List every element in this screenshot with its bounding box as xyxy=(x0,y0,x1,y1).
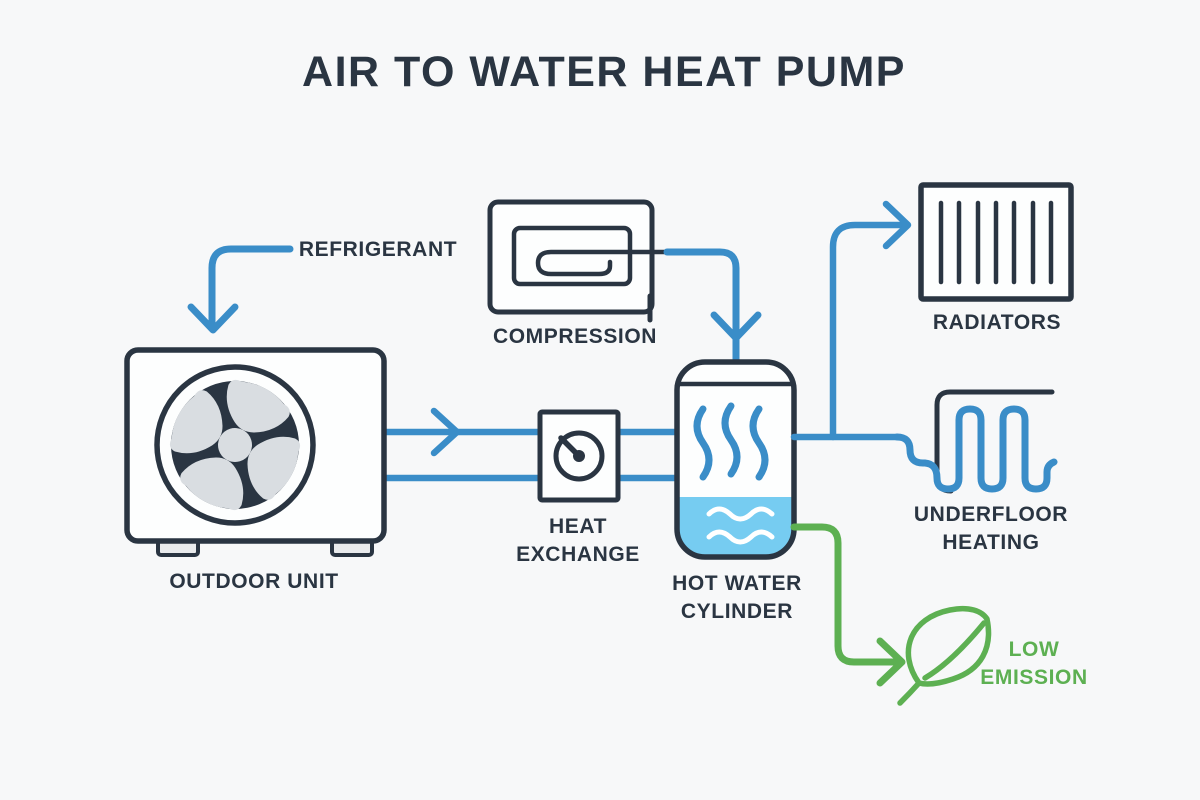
hot-water-cylinder-label-line1: HOT WATER xyxy=(672,572,802,595)
water-fill xyxy=(677,497,794,557)
arrowhead-down-icon xyxy=(187,303,239,334)
underfloor-heating-label: UNDERFLOOR HEATING xyxy=(914,501,1068,557)
hot-water-cylinder-label-line2: CYLINDER xyxy=(680,600,794,623)
leaf-body xyxy=(905,605,992,687)
underfloor-heating-icon xyxy=(893,389,1058,494)
coil-icon xyxy=(511,225,633,287)
fan-icon xyxy=(154,364,316,526)
low-emission-label-line2: EMISSION xyxy=(980,666,1088,689)
page-title: AIR TO WATER HEAT PUMP xyxy=(302,48,906,96)
leaf-vein xyxy=(922,620,987,681)
low-emission-label-line1: LOW xyxy=(1008,638,1060,661)
distribution-pipes xyxy=(790,200,912,441)
compression-icon xyxy=(487,199,673,323)
outdoor-to-cylinder-pipes xyxy=(382,407,682,482)
compression-label: COMPRESSION xyxy=(492,325,658,348)
compression-to-cylinder-pipe xyxy=(663,248,762,364)
coil-icon xyxy=(535,249,673,277)
hot-water-cylinder-label: HOT WATER CYLINDER xyxy=(672,570,802,626)
heat-exchange-label-line1: HEAT xyxy=(548,515,608,538)
arrowhead-right-icon xyxy=(430,407,461,457)
arrowhead-right-icon xyxy=(882,200,912,250)
heat-exchange-label: HEAT EXCHANGE xyxy=(516,513,640,569)
hot-water-cylinder-icon xyxy=(674,359,797,560)
arrowhead-down-icon xyxy=(710,311,762,342)
outdoor-unit-icon xyxy=(124,347,387,557)
fan-blade xyxy=(169,390,223,454)
underfloor-pipe xyxy=(893,405,1058,493)
leaf-icon xyxy=(897,605,992,706)
radiators-label: RADIATORS xyxy=(932,311,1062,334)
fan-blade xyxy=(247,436,301,500)
radiator-pipe xyxy=(829,221,908,441)
low-emission-label: LOW EMISSION xyxy=(980,636,1087,692)
gauge-icon xyxy=(553,430,605,482)
refrigerant-arrow xyxy=(187,245,294,334)
water-wave xyxy=(706,506,775,545)
heat-exchange-label-line2: EXCHANGE xyxy=(516,543,640,566)
arrowhead-right-icon xyxy=(876,637,906,687)
floor-bracket xyxy=(934,389,1055,494)
fan-blade xyxy=(226,379,290,433)
radiators-icon xyxy=(918,182,1074,302)
steam-lines xyxy=(693,402,769,481)
heat-exchange-icon xyxy=(537,409,621,503)
underfloor-heating-label-line1: UNDERFLOOR xyxy=(913,503,1069,526)
leaf-stem xyxy=(897,680,922,706)
underfloor-heating-label-line2: HEATING xyxy=(942,531,1040,554)
outdoor-unit-label: OUTDOOR UNIT xyxy=(169,570,339,593)
fan-blade xyxy=(180,457,244,511)
low-emission-pipe xyxy=(790,523,906,687)
fan-hub xyxy=(218,428,252,462)
refrigerant-label: REFRIGERANT xyxy=(298,238,458,261)
